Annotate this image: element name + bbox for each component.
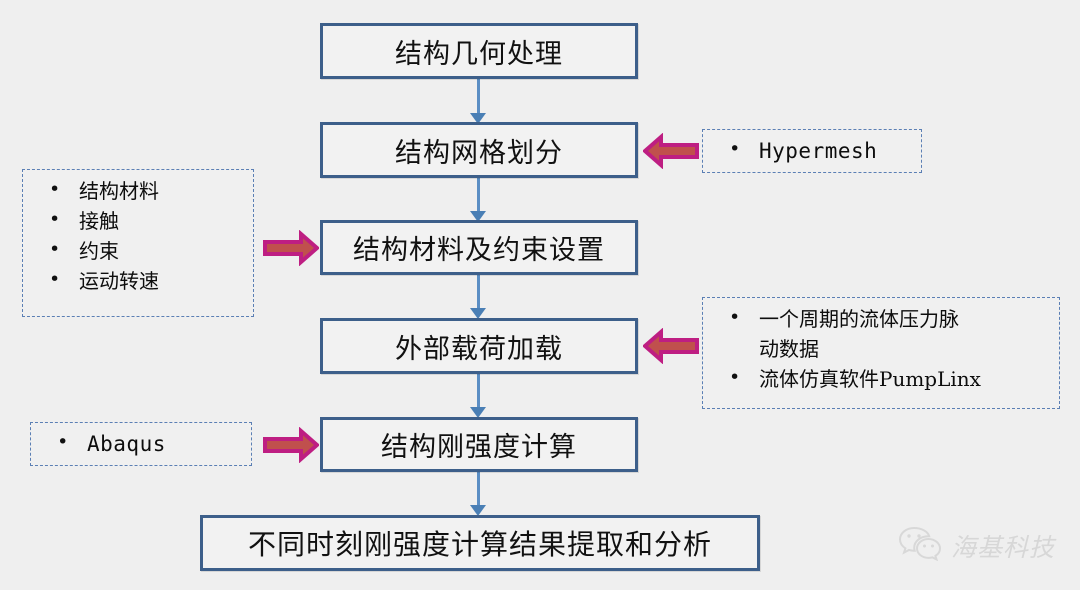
arrow-left-to-load: [643, 328, 699, 364]
note-material-settings-list: 结构材料 接触 约束 运动转速: [35, 175, 243, 296]
connector-material-to-load: [477, 274, 480, 312]
note-solver[interactable]: Abaqus: [30, 422, 252, 466]
flow-step-geometry[interactable]: 结构几何处理: [320, 23, 638, 79]
flow-step-strength-calc-label: 结构刚强度计算: [381, 432, 577, 462]
flow-step-external-load[interactable]: 外部载荷加载: [320, 318, 638, 374]
arrow-right-to-strength: [263, 427, 319, 463]
note-material-settings[interactable]: 结构材料 接触 约束 运动转速: [22, 169, 254, 317]
arrow-right-to-material: [263, 230, 319, 266]
flow-step-result-extract[interactable]: 不同时刻刚强度计算结果提取和分析: [200, 515, 760, 571]
arrow-left-to-mesh: [643, 133, 699, 169]
note-item: 流体仿真软件PumpLinx: [715, 363, 1049, 394]
flow-step-result-extract-label: 不同时刻刚强度计算结果提取和分析: [247, 529, 712, 560]
connector-head-load: [470, 308, 486, 319]
flow-step-material-constraint[interactable]: 结构材料及约束设置: [320, 220, 638, 275]
note-load-source-list: 一个周期的流体压力脉 动数据 流体仿真软件PumpLinx: [715, 303, 1049, 394]
wechat-icon: [898, 525, 942, 566]
note-item: Hypermesh: [715, 135, 911, 168]
watermark-text: 海基科技: [951, 532, 1056, 562]
note-item: 一个周期的流体压力脉 动数据: [715, 303, 1049, 364]
connector-strength-to-result: [477, 471, 480, 509]
connector-head-strength: [470, 407, 486, 418]
watermark: 海基科技: [898, 525, 1055, 566]
connector-head-mesh: [470, 113, 486, 124]
note-mesh-tool[interactable]: Hypermesh: [702, 129, 922, 173]
note-item: 运动转速: [35, 265, 243, 296]
connector-mesh-to-material: [477, 177, 480, 215]
flow-step-material-constraint-label: 结构材料及约束设置: [353, 235, 605, 265]
note-item: 接触: [35, 205, 243, 236]
note-mesh-tool-list: Hypermesh: [715, 135, 911, 168]
note-item: 结构材料: [35, 175, 243, 206]
flow-step-mesh-label: 结构网格划分: [395, 137, 563, 168]
note-solver-list: Abaqus: [43, 428, 241, 461]
connector-head-result: [470, 505, 486, 516]
connector-geometry-to-mesh: [477, 79, 480, 117]
flow-step-strength-calc[interactable]: 结构刚强度计算: [320, 417, 638, 472]
flow-step-geometry-label: 结构几何处理: [395, 38, 563, 69]
connector-head-material: [470, 211, 486, 222]
note-item: 约束: [35, 235, 243, 266]
flow-step-mesh[interactable]: 结构网格划分: [320, 122, 638, 178]
flow-step-external-load-label: 外部载荷加载: [395, 333, 563, 364]
note-item: Abaqus: [43, 428, 241, 461]
note-load-source[interactable]: 一个周期的流体压力脉 动数据 流体仿真软件PumpLinx: [702, 297, 1060, 409]
connector-load-to-strength: [477, 373, 480, 411]
